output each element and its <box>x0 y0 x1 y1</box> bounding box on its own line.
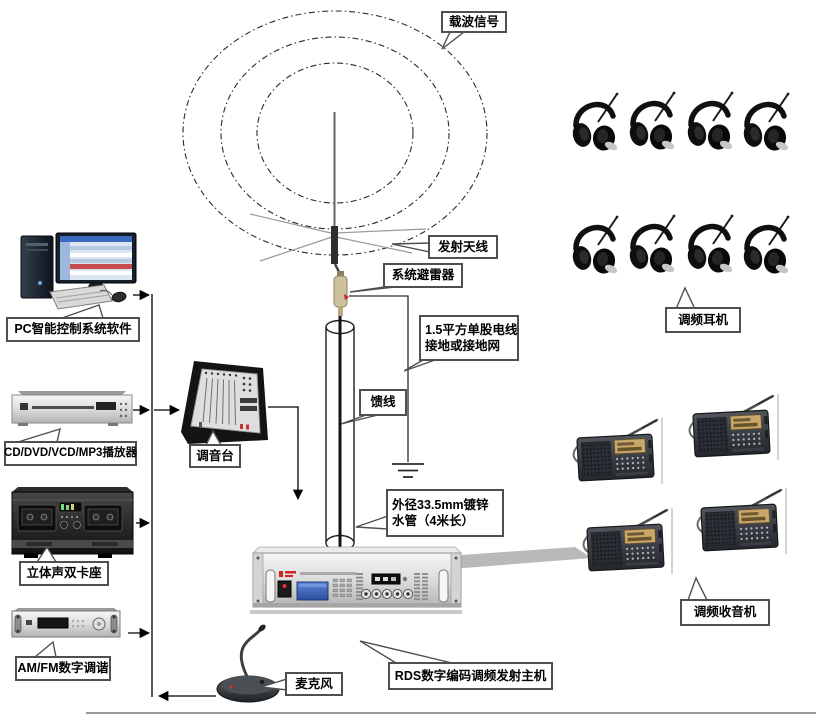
label-fm-radio: 调频收音机 <box>680 599 770 626</box>
fm-radios-group <box>572 392 788 576</box>
rds-transmitter <box>250 546 462 614</box>
label-fm-headphones: 调频耳机 <box>665 307 741 333</box>
label-carrier-signal: 载波信号 <box>441 11 507 33</box>
label-rds-transmitter: RDS数字编码调频发射主机 <box>388 662 553 690</box>
callout-pointers <box>17 31 709 691</box>
ground-symbol <box>392 463 424 478</box>
am-fm-tuner <box>11 608 121 638</box>
mic-callout-dash <box>241 686 262 689</box>
microphone <box>216 624 280 703</box>
headphone-icon <box>741 216 789 275</box>
headphone-icon <box>685 215 733 274</box>
galvanized-pipe <box>325 314 355 552</box>
label-lightning-arrester: 系统避雷器 <box>383 263 463 288</box>
headphone-icon <box>570 93 618 152</box>
ground-wire <box>349 295 409 462</box>
label-galvanized-pipe-line2: 水管（4米长） <box>392 514 474 528</box>
label-pc-software: PC智能控制系统软件 <box>6 317 140 342</box>
label-feeder-cable: 馈线 <box>359 389 407 416</box>
headphone-icon <box>627 215 675 274</box>
radio-icon <box>582 506 674 576</box>
label-cassette-deck: 立体声双卡座 <box>19 561 109 586</box>
headphone-icon <box>741 93 789 152</box>
label-galvanized-pipe-line1: 外径33.5mm镀锌 <box>392 497 489 512</box>
pc-workstation <box>20 232 137 310</box>
headphone-icon <box>685 92 733 151</box>
lightning-arrester <box>333 271 349 316</box>
label-ground-wire-line1: 1.5平方单股电线 <box>425 322 518 337</box>
label-ground-wire-line2: 接地或接地网 <box>425 339 501 353</box>
headphone-icon <box>570 216 618 275</box>
label-ground-wire: 1.5平方单股电线 接地或接地网 <box>419 315 519 361</box>
cassette-deck <box>11 487 134 558</box>
label-mixer: 调音台 <box>189 444 241 468</box>
radio-icon <box>696 486 788 556</box>
transmit-antenna <box>249 112 427 273</box>
cd-player <box>11 391 133 426</box>
fm-headphones-group <box>570 92 789 275</box>
label-cd-player: CD/DVD/VCD/MP3播放器 <box>4 441 137 466</box>
label-microphone: 麦克风 <box>285 672 343 696</box>
radio-icon <box>688 392 780 462</box>
headphone-icon <box>627 92 675 151</box>
radio-icon <box>572 416 664 486</box>
mixer-output-line <box>268 406 304 501</box>
mixer-console <box>181 361 268 444</box>
signal-bus-lines <box>128 289 304 702</box>
label-galvanized-pipe: 外径33.5mm镀锌 水管（4米长） <box>386 489 504 537</box>
label-am-fm-tuner: AM/FM数字调谐 <box>15 656 111 681</box>
label-transmit-antenna: 发射天线 <box>428 235 498 259</box>
